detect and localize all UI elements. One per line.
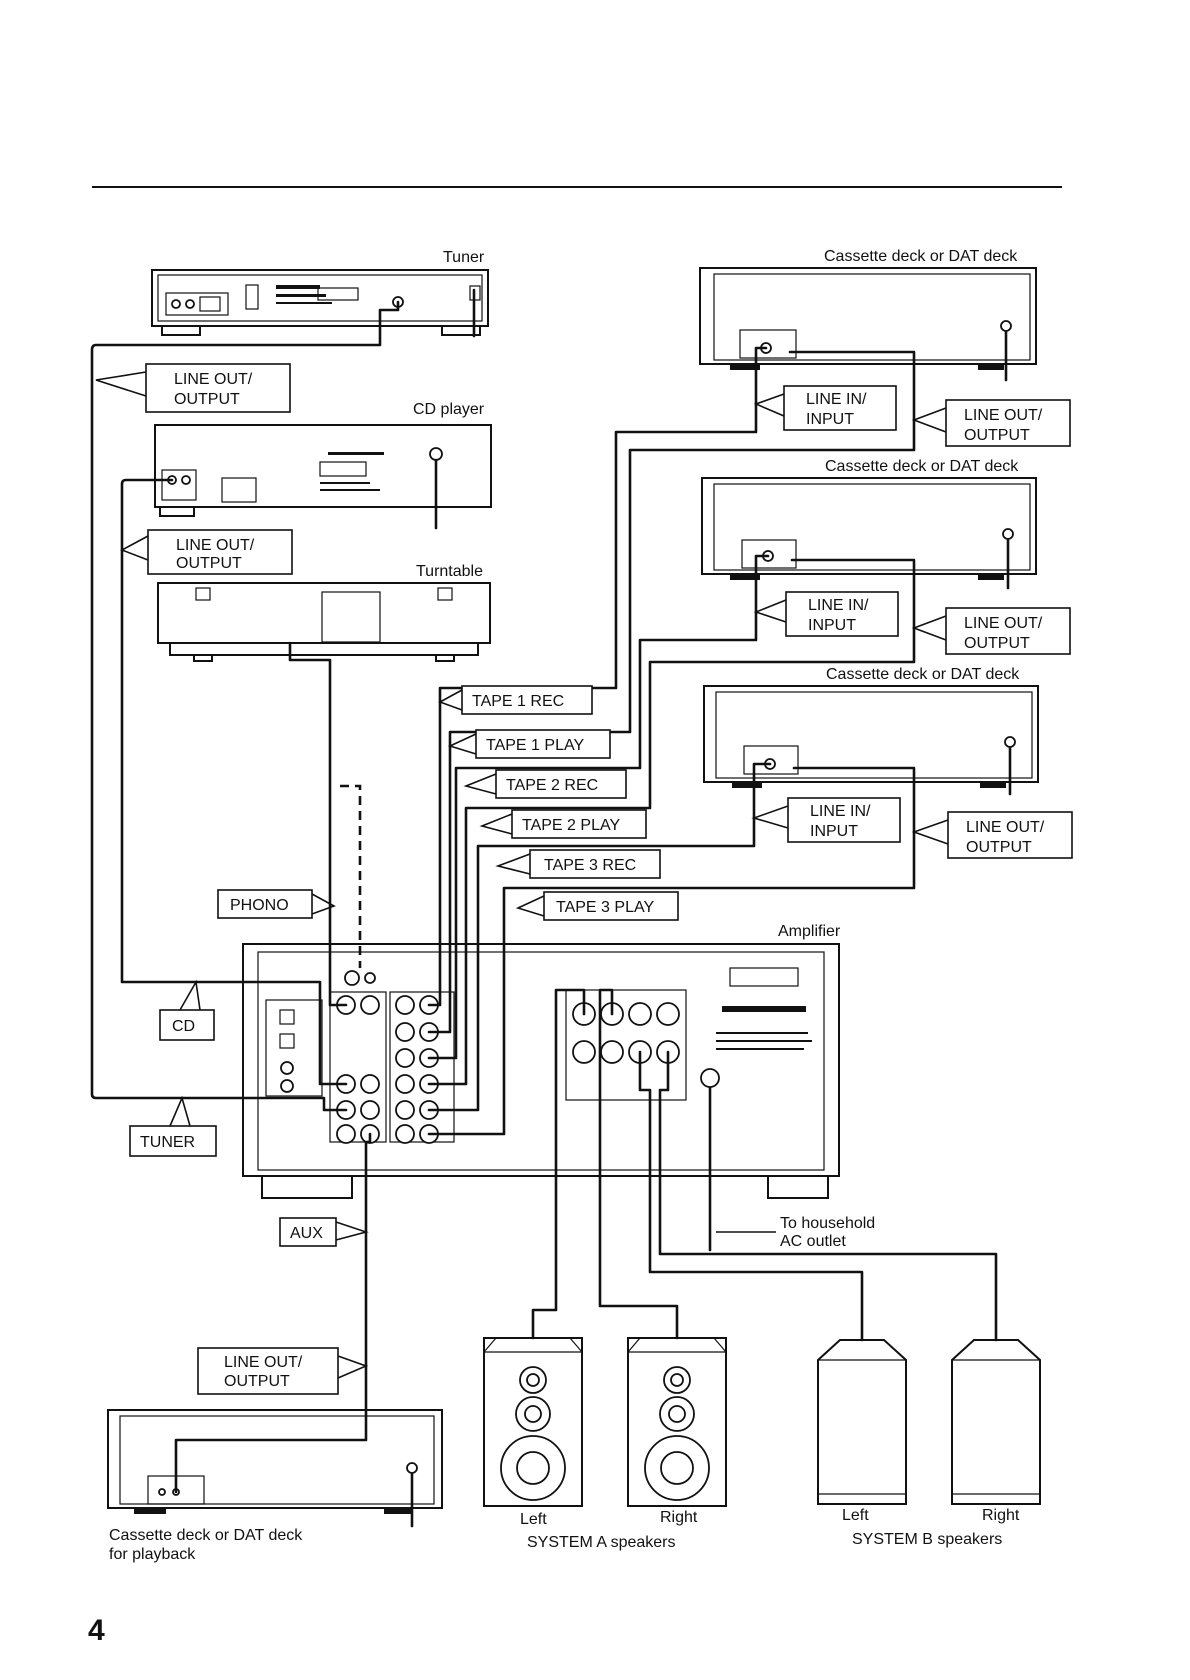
playback-cassette-deck (107, 1409, 443, 1514)
deck-2-label: Cassette deck or DAT deck (825, 458, 1019, 475)
system-b-left-speaker (817, 1339, 907, 1505)
deck3-line-in-text-1: LINE IN/ (810, 803, 871, 820)
tuner-device (151, 269, 489, 336)
tape1-rec-cable (427, 346, 768, 1007)
tape2-rec-cable (427, 554, 770, 1060)
deck1-line-out-text-2: OUTPUT (964, 427, 1030, 444)
cd-line-out-text-2: OUTPUT (176, 555, 242, 572)
system-a-left-label: Left (520, 1511, 547, 1528)
system-a-right-label: Right (660, 1509, 698, 1526)
tuner-cable (90, 300, 400, 1112)
system-b-right-label: Right (982, 1507, 1020, 1524)
phono-cable (288, 641, 348, 1007)
deck2-line-out-callout: LINE OUT/ OUTPUT (911, 607, 1071, 655)
aux-cable (174, 1132, 372, 1494)
tuner-label: Tuner (443, 249, 485, 266)
deck1-line-in-text-2: INPUT (806, 411, 854, 428)
ac-outlet-text-1: To household (780, 1215, 875, 1232)
deck1-line-in-text-1: LINE IN/ (806, 391, 867, 408)
tape3-rec-text: TAPE 3 REC (544, 857, 636, 874)
deck-3-label: Cassette deck or DAT deck (826, 666, 1020, 683)
cd-input-callout: CD (159, 979, 215, 1041)
system-b-right-wire (658, 1050, 998, 1342)
tape2-rec-callout: TAPE 2 REC (463, 769, 627, 799)
page-number: 4 (88, 1614, 105, 1647)
deck1-line-out-text-1: LINE OUT/ (964, 407, 1043, 424)
tape2-rec-text: TAPE 2 REC (506, 777, 598, 794)
tape3-play-cable (427, 766, 916, 1136)
deck2-line-in-callout: LINE IN/ INPUT (753, 591, 899, 637)
system-b-title: SYSTEM B speakers (852, 1531, 1002, 1548)
system-a-left-speaker (483, 1337, 583, 1507)
playback-line-out-callout: LINE OUT/ OUTPUT (197, 1347, 369, 1395)
tuner-line-out-callout: LINE OUT/ OUTPUT (95, 363, 291, 413)
tape3-play-callout: TAPE 3 PLAY (515, 891, 679, 921)
tape1-play-callout: TAPE 1 PLAY (447, 729, 611, 759)
tape1-play-cable (427, 350, 916, 1034)
amplifier-label: Amplifier (778, 923, 841, 940)
tape3-rec-cable (427, 762, 772, 1112)
phono-ground-wire (340, 784, 362, 968)
cd-line-out-callout: LINE OUT/ OUTPUT (120, 529, 293, 575)
playback-deck-label-1: Cassette deck or DAT deck (109, 1527, 303, 1544)
tape2-play-callout: TAPE 2 PLAY (479, 809, 647, 839)
system-b-left-wire (638, 1050, 864, 1342)
tuner-input-text: TUNER (140, 1134, 195, 1151)
system-b-left-label: Left (842, 1507, 869, 1524)
aux-text: AUX (290, 1225, 323, 1242)
cd-line-out-text-1: LINE OUT/ (176, 537, 255, 554)
deck3-line-in-text-2: INPUT (810, 823, 858, 840)
deck2-line-in-text-1: LINE IN/ (808, 597, 869, 614)
deck3-line-out-text-2: OUTPUT (966, 839, 1032, 856)
system-a-right-wire (598, 988, 679, 1340)
amplifier-device (242, 943, 840, 1199)
tape3-rec-callout: TAPE 3 REC (495, 849, 661, 879)
cd-player-label: CD player (413, 401, 485, 418)
cd-input-text: CD (172, 1018, 195, 1035)
cassette-deck-2 (701, 477, 1037, 580)
deck2-line-in-text-2: INPUT (808, 617, 856, 634)
tape1-rec-callout: TAPE 1 REC (438, 685, 593, 715)
cassette-deck-1 (699, 267, 1037, 370)
tape3-play-text: TAPE 3 PLAY (556, 899, 654, 916)
ac-outlet-text-2: AC outlet (780, 1233, 846, 1250)
phono-callout: PHONO (217, 889, 336, 919)
turntable-device (157, 582, 491, 662)
turntable-label: Turntable (416, 563, 483, 580)
aux-callout: AUX (279, 1217, 369, 1247)
deck2-line-out-text-1: LINE OUT/ (964, 615, 1043, 632)
playback-line-out-text-2: OUTPUT (224, 1373, 290, 1390)
deck3-line-in-callout: LINE IN/ INPUT (751, 797, 901, 843)
system-b-right-speaker (951, 1339, 1041, 1505)
tape2-play-cable (427, 558, 916, 1086)
tuner-input-callout: TUNER (129, 1095, 217, 1157)
tape1-rec-text: TAPE 1 REC (472, 693, 564, 710)
cd-cable (120, 478, 348, 1086)
cassette-deck-3 (703, 685, 1039, 788)
tuner-line-out-text-2: OUTPUT (174, 391, 240, 408)
deck3-line-out-callout: LINE OUT/ OUTPUT (911, 811, 1073, 859)
system-a-right-speaker (627, 1337, 727, 1507)
tuner-line-out-text-1: LINE OUT/ (174, 371, 253, 388)
system-a-left-wire (531, 988, 586, 1340)
cd-player-device (154, 424, 492, 517)
deck1-line-out-callout: LINE OUT/ OUTPUT (911, 399, 1071, 447)
system-a-title: SYSTEM A speakers (527, 1534, 676, 1551)
tape2-play-text: TAPE 2 PLAY (522, 817, 620, 834)
phono-text: PHONO (230, 897, 289, 914)
deck2-line-out-text-2: OUTPUT (964, 635, 1030, 652)
playback-deck-label-2: for playback (109, 1546, 196, 1563)
playback-line-out-text-1: LINE OUT/ (224, 1354, 303, 1371)
tape1-play-text: TAPE 1 PLAY (486, 737, 584, 754)
deck3-line-out-text-1: LINE OUT/ (966, 819, 1045, 836)
deck1-line-in-callout: LINE IN/ INPUT (753, 385, 897, 431)
deck-1-label: Cassette deck or DAT deck (824, 248, 1018, 265)
